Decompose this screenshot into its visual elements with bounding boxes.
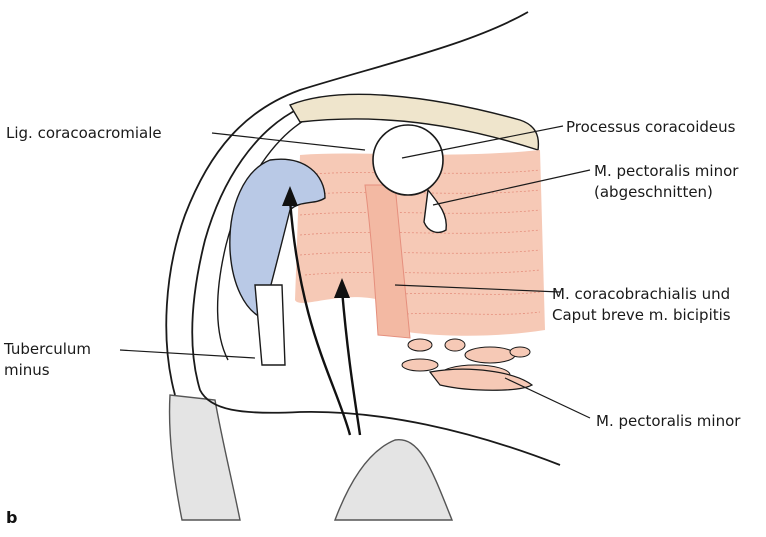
label-pect-minor: M. pectoralis minor (596, 412, 740, 431)
label-pect-minor-cut-1: M. pectoralis minor (594, 162, 738, 181)
label-processus-coracoideus: Processus coracoideus (566, 118, 735, 137)
label-pect-minor-cut-2: (abgeschnitten) (594, 183, 713, 202)
label-coracobrachialis-1: M. coracobrachialis und (552, 285, 730, 304)
humerus-shaft (255, 285, 285, 365)
pectoralis-minor-lower (430, 369, 532, 390)
panel-letter: b (6, 508, 17, 527)
label-tuberculum-2: minus (4, 361, 50, 380)
label-coracobrachialis-2: Caput breve m. bicipitis (552, 306, 731, 325)
arm-skin-right (335, 440, 452, 520)
arm-skin-left (170, 395, 241, 520)
label-lig-coracoacromiale: Lig. coracoacromiale (6, 124, 162, 143)
processus-coracoideus-shape (373, 125, 443, 195)
label-tuberculum-1: Tuberculum (4, 340, 91, 359)
